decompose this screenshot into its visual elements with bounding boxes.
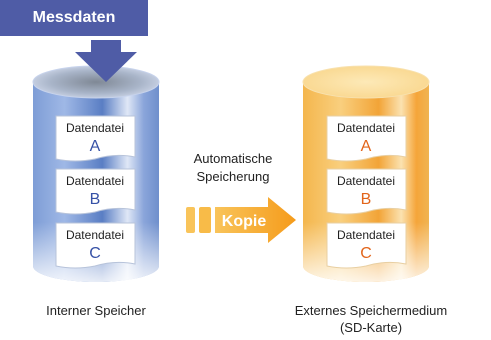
file-letter: C: [360, 245, 372, 262]
copy-arrow-icon: [186, 197, 296, 243]
internal-file-card-c: Datendatei C: [55, 222, 137, 269]
file-letter: A: [360, 138, 372, 155]
copy-label: Kopie: [221, 213, 267, 230]
file-title: Datendatei: [65, 228, 125, 242]
file-letter: B: [89, 191, 101, 208]
file-title: Datendatei: [65, 174, 125, 188]
external-file-card-c: Datendatei C: [326, 222, 408, 269]
file-title: Datendatei: [336, 174, 396, 188]
internal-storage-caption: Interner Speicher: [46, 303, 146, 318]
external-storage-caption-line2: (SD-Karte): [339, 320, 403, 335]
external-file-card-a: Datendatei A: [326, 115, 408, 162]
process-label-line1: Automatische: [193, 151, 273, 166]
measurement-data-label: Messdaten: [0, 0, 148, 36]
internal-file-card-a: Datendatei A: [55, 115, 137, 162]
file-title: Datendatei: [336, 121, 396, 135]
file-title: Datendatei: [65, 121, 125, 135]
file-letter: A: [89, 138, 101, 155]
external-storage-caption-line1: Externes Speichermedium: [294, 303, 448, 318]
file-letter: C: [89, 245, 101, 262]
file-letter: B: [360, 191, 372, 208]
external-file-card-b: Datendatei B: [326, 168, 408, 215]
internal-file-card-b: Datendatei B: [55, 168, 137, 215]
down-arrow-icon: [75, 40, 137, 82]
file-title: Datendatei: [336, 228, 396, 242]
process-label-line2: Speicherung: [196, 169, 270, 184]
